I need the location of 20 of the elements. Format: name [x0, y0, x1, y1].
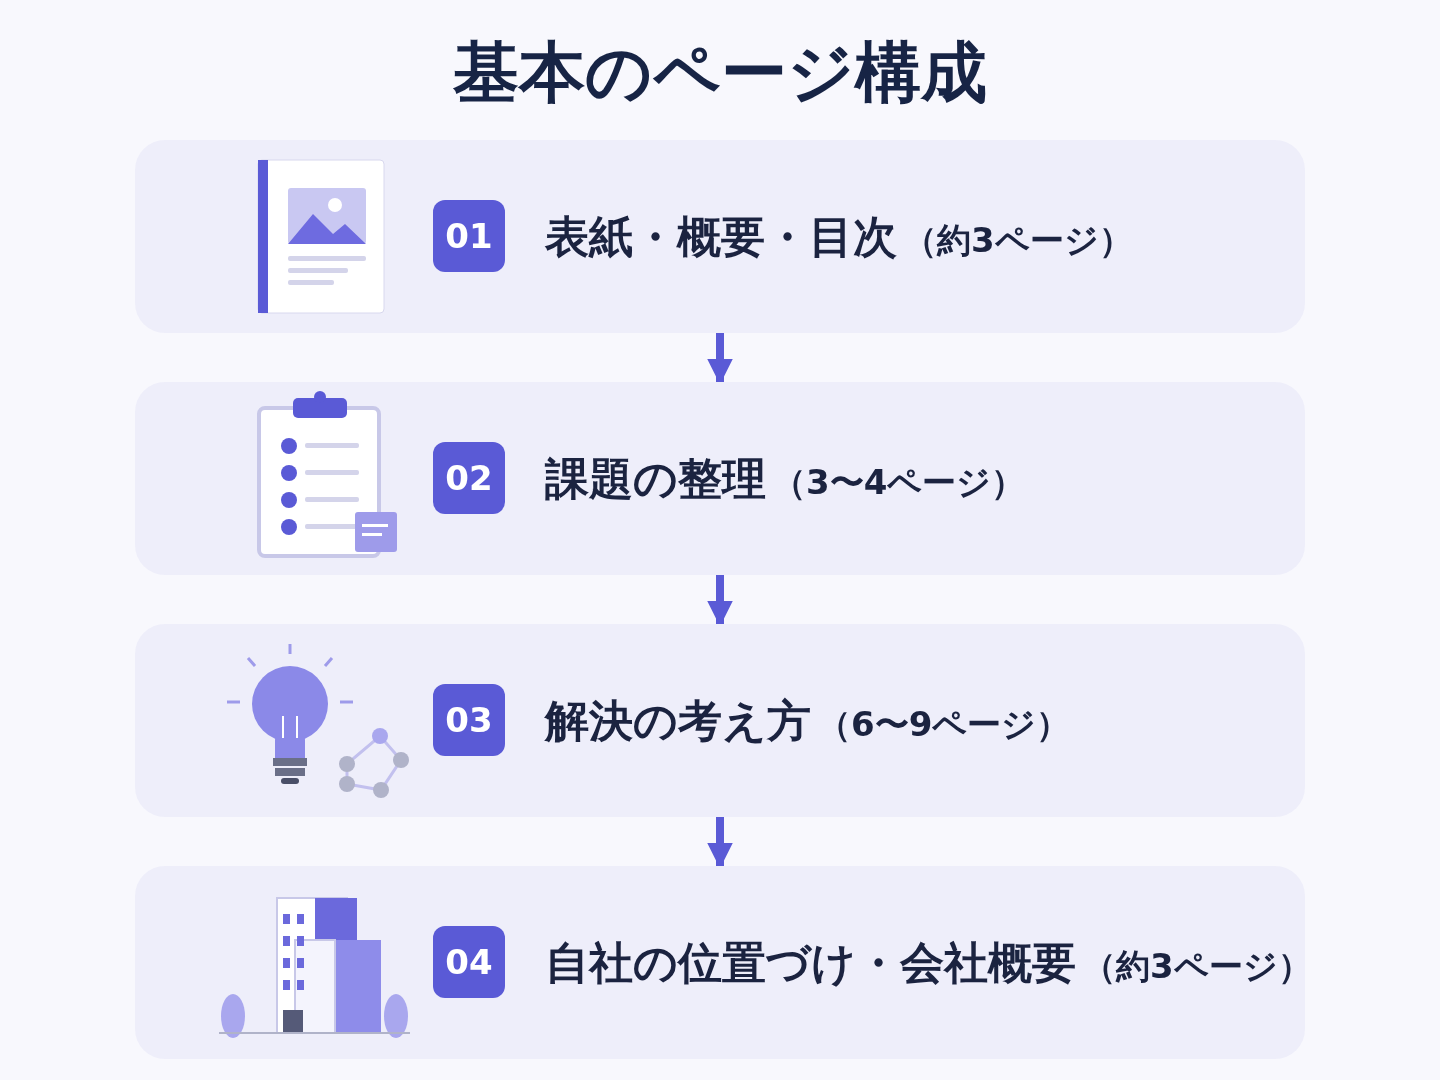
number-badge: 04	[433, 926, 505, 998]
arrow	[707, 575, 733, 627]
page-count: （3〜4ページ）	[772, 461, 1026, 504]
page-count: （約3ページ）	[1082, 945, 1312, 988]
number-badge: 03	[433, 684, 505, 756]
page-count: （約3ページ）	[903, 219, 1133, 262]
step-title: 課題の整理	[545, 452, 766, 506]
page-count: （6〜9ページ）	[817, 703, 1071, 746]
step-card	[135, 624, 1305, 817]
step-card	[135, 382, 1305, 575]
step-title: 解決の考え方	[545, 694, 811, 748]
step-title: 自社の位置づけ・会社概要	[545, 936, 1076, 990]
number-badge: 01	[433, 200, 505, 272]
step-title: 表紙・概要・目次	[545, 210, 897, 264]
number-badge: 02	[433, 442, 505, 514]
arrow	[707, 817, 733, 869]
arrow	[707, 333, 733, 385]
title: 基本のページ構成	[452, 33, 988, 113]
step-card	[135, 140, 1305, 333]
step-card	[135, 866, 1305, 1059]
